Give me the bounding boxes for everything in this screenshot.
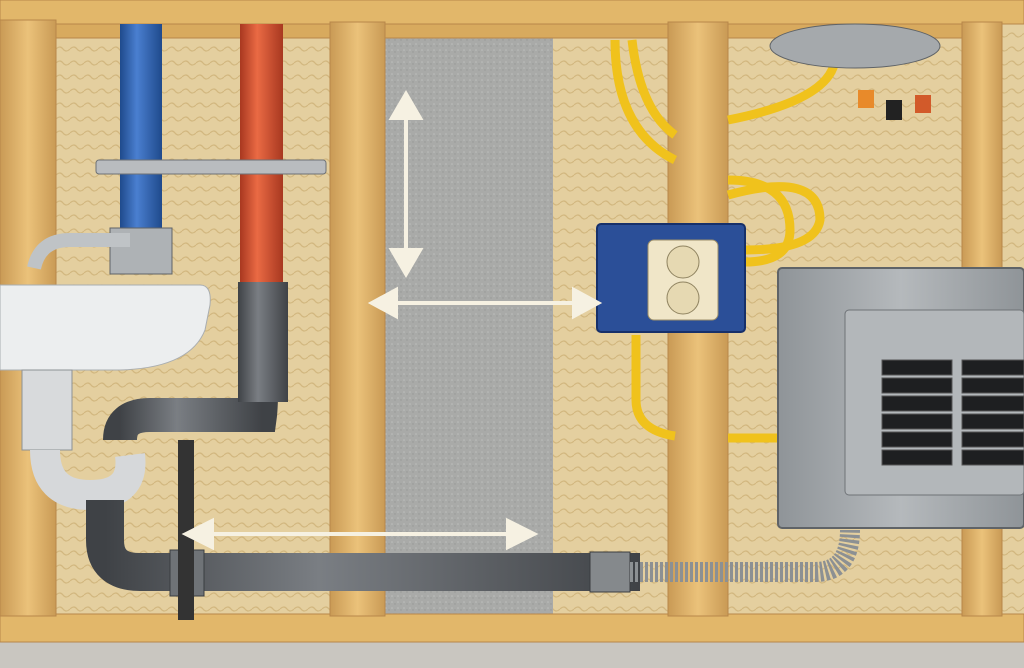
receptacle-top [666,245,700,279]
junction-box [769,23,941,69]
flexible-conduit [630,529,860,582]
main-drain-line [86,500,640,591]
breaker-switch [881,395,953,412]
wire-to-junction [727,59,840,125]
drain-tailpiece [21,369,73,451]
breaker-switch [961,431,1024,448]
breaker-switch [881,359,953,376]
outlet-icon [647,239,719,321]
double-arrow-horizontal-lower [181,517,539,551]
sink-basin [0,284,211,371]
hot-water-pipe [240,24,283,286]
wire-nut-orange [858,90,874,108]
drywall-section [385,38,553,618]
breakers [881,359,1024,466]
breaker-switch [881,449,953,466]
double-arrow-vertical [388,90,424,278]
wire-to-outlet [727,175,795,267]
cold-water-pipe [120,24,162,234]
wire-upper [610,39,678,165]
drain-stack [238,282,288,402]
wire-down [631,335,676,441]
receptacle-bottom [666,281,700,315]
top-plate [0,0,1024,25]
stud-center-left [329,21,386,617]
wire-to-outlet-2 [726,182,825,255]
faucet-spout [27,233,130,270]
breaker-switch [881,431,953,448]
bottom-plate [0,613,1024,643]
wire-upper-2 [627,39,678,139]
floor [0,640,1024,668]
breaker-switch [881,377,953,394]
breaker-switch [961,395,1024,412]
breaker-switch [961,413,1024,430]
pipe-strap [95,159,327,175]
double-arrow-horizontal-upper [367,286,603,320]
p-trap [30,449,146,511]
breaker-switch [881,413,953,430]
wire-nut-red [915,95,931,113]
breaker-switch [961,377,1024,394]
conduit-coupling [589,551,631,593]
wire-nut-black [886,100,902,120]
breaker-switch [961,449,1024,466]
breaker-switch [961,359,1024,376]
vertical-vent [178,440,194,620]
